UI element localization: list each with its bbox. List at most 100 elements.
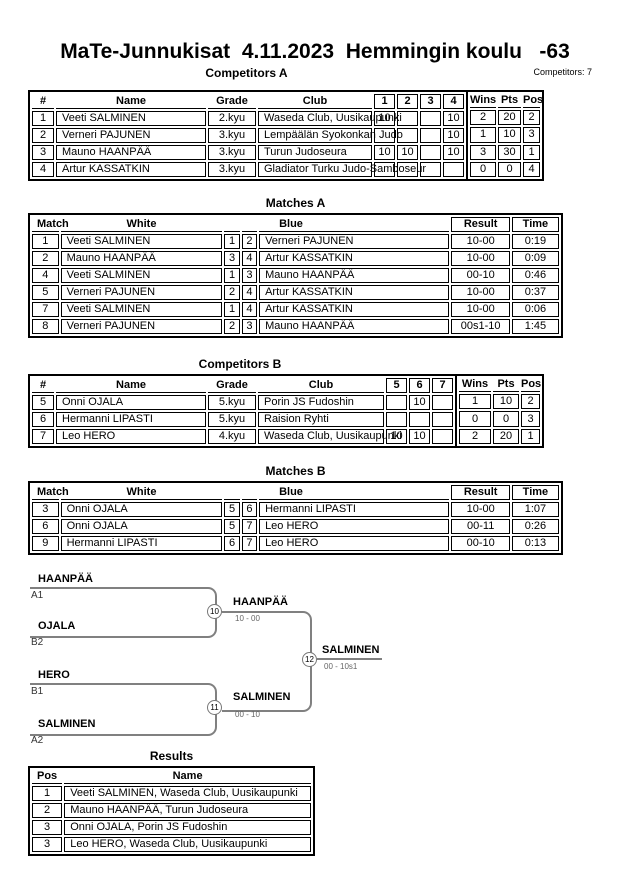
cell-time: 1:07 bbox=[511, 502, 559, 517]
col-pos: Pos bbox=[32, 770, 63, 784]
col-result: Result bbox=[451, 217, 510, 232]
col-match-5: 5 bbox=[386, 378, 407, 393]
competitors-b-standings-table: Wins Pts Pos 1 10 2 0 0 3 2 20 1 bbox=[455, 374, 544, 448]
cell-score bbox=[432, 412, 453, 427]
cell-white: Verneri PAJUNEN bbox=[60, 319, 223, 334]
table-row: 0 0 4 bbox=[470, 161, 540, 177]
table-row: 1 Veeti SALMINEN 2.kyu Waseda Club, Uusi… bbox=[32, 111, 464, 126]
cell-wins: 1 bbox=[470, 127, 496, 143]
cell-score: 10 bbox=[374, 145, 395, 160]
cell-score bbox=[397, 128, 418, 143]
cell-white-num: 1 bbox=[224, 268, 240, 283]
cell-blue: Leo HERO bbox=[259, 519, 450, 534]
cell-blue: Artur KASSATKIN bbox=[259, 302, 450, 317]
cell-grade: 3.kyu bbox=[208, 128, 256, 143]
cell-pos: 3 bbox=[32, 837, 63, 852]
cell-match-no: 6 bbox=[32, 519, 59, 534]
cell-score bbox=[374, 128, 395, 143]
cell-pts: 20 bbox=[493, 428, 519, 444]
cell-num: 1 bbox=[32, 111, 54, 126]
col-name: Name bbox=[64, 770, 311, 784]
cell-blue: Artur KASSATKIN bbox=[259, 285, 450, 300]
col-white: White bbox=[60, 485, 223, 500]
cell-score bbox=[386, 412, 407, 427]
cell-result: 00s1-10 bbox=[451, 319, 510, 334]
table-row: 3 Leo HERO, Waseda Club, Uusikaupunki bbox=[32, 837, 311, 852]
col-club: Club bbox=[258, 378, 384, 393]
cell-pts: 20 bbox=[498, 110, 521, 126]
cell-num: 2 bbox=[32, 128, 54, 143]
cell-pos: 1 bbox=[32, 786, 63, 801]
cell-time: 1:45 bbox=[511, 319, 559, 334]
col-pts: Pts bbox=[498, 94, 521, 109]
matches-b-heading: Matches B bbox=[265, 464, 326, 478]
cell-time: 0:37 bbox=[511, 285, 559, 300]
cell-score: 10 bbox=[386, 429, 407, 444]
col-club: Club bbox=[258, 94, 372, 109]
cell-result: 00-11 bbox=[451, 519, 510, 534]
cell-score: 10 bbox=[409, 429, 430, 444]
cell-white-num: 5 bbox=[224, 519, 240, 534]
matches-a-table: Match White Blue Result Time 1 Veeti SAL… bbox=[28, 213, 563, 338]
cell-wins: 2 bbox=[470, 110, 496, 126]
cell-match-no: 4 bbox=[32, 268, 59, 283]
cell-pts: 30 bbox=[498, 144, 521, 160]
cell-club: Turun Judoseura bbox=[258, 145, 372, 160]
table-row: 6 Hermanni LIPASTI 5.kyu Raision Ryhti bbox=[32, 412, 453, 427]
cell-score bbox=[432, 429, 453, 444]
cell-blue: Verneri PAJUNEN bbox=[259, 234, 450, 249]
cell-wins: 1 bbox=[459, 394, 491, 410]
bracket-match-score: 10 - 00 bbox=[235, 614, 260, 623]
table-row: 3 Onni OJALA, Porin JS Fudoshin bbox=[32, 820, 311, 835]
cell-time: 0:46 bbox=[511, 268, 559, 283]
cell-score bbox=[397, 162, 418, 177]
cell-score bbox=[374, 162, 395, 177]
header-row: Wins Pts Pos bbox=[459, 378, 541, 393]
cell-match-no: 8 bbox=[32, 319, 59, 334]
cell-score: 10 bbox=[443, 128, 464, 143]
cell-time: 0:13 bbox=[511, 536, 559, 551]
cell-name: Hermanni LIPASTI bbox=[56, 412, 206, 427]
col-blue: Blue bbox=[259, 217, 450, 232]
col-match-2: 2 bbox=[397, 94, 418, 109]
cell-blue: Mauno HAANPÄÄ bbox=[259, 268, 450, 283]
table-row: 6 Onni OJALA 5 7 Leo HERO 00-11 0:26 bbox=[32, 519, 559, 534]
cell-pos: 2 bbox=[521, 394, 540, 410]
cell-pos: 2 bbox=[32, 803, 63, 818]
cell-grade: 5.kyu bbox=[208, 395, 256, 410]
cell-white: Verneri PAJUNEN bbox=[60, 285, 223, 300]
bracket-match-number: 10 bbox=[207, 604, 222, 619]
table-row: 4 Artur KASSATKIN 3.kyu Gladiator Turku … bbox=[32, 162, 464, 177]
cell-white: Veeti SALMINEN bbox=[60, 234, 223, 249]
col-grade: Grade bbox=[208, 378, 256, 393]
header-row: Wins Pts Pos bbox=[470, 94, 543, 109]
cell-name: Verneri PAJUNEN bbox=[56, 128, 206, 143]
cell-time: 0:06 bbox=[511, 302, 559, 317]
cell-pos: 1 bbox=[523, 144, 540, 160]
cell-blue-num: 4 bbox=[241, 285, 258, 300]
competitors-a-standings-table: Wins Pts Pos 2 20 2 1 10 3 3 30 1 0 0 bbox=[466, 90, 544, 181]
cell-pts: 10 bbox=[498, 127, 521, 143]
cell-wins: 0 bbox=[459, 411, 491, 427]
header-row: # Name Grade Club 1 2 3 4 bbox=[32, 94, 464, 109]
cell-pos: 3 bbox=[523, 127, 540, 143]
table-row: 4 Veeti SALMINEN 1 3 Mauno HAANPÄÄ 00-10… bbox=[32, 268, 559, 283]
table-row: 2 Verneri PAJUNEN 3.kyu Lempäälän Syokon… bbox=[32, 128, 464, 143]
cell-num: 3 bbox=[32, 145, 54, 160]
cell-blue-num: 6 bbox=[241, 502, 258, 517]
cell-white-num: 1 bbox=[224, 302, 240, 317]
cell-pos: 4 bbox=[523, 161, 540, 177]
cell-pos: 2 bbox=[523, 110, 540, 126]
col-match-7: 7 bbox=[432, 378, 453, 393]
bracket-slot-seed: B1 bbox=[31, 686, 44, 697]
cell-result: 10-00 bbox=[451, 251, 510, 266]
cell-score bbox=[420, 128, 441, 143]
cell-score bbox=[420, 111, 441, 126]
cell-name: Veeti SALMINEN bbox=[56, 111, 206, 126]
col-match-6: 6 bbox=[409, 378, 430, 393]
matches-b-table: Match White Blue Result Time 3 Onni OJAL… bbox=[28, 481, 563, 555]
cell-name: Leo HERO, Waseda Club, Uusikaupunki bbox=[64, 837, 311, 852]
cell-score: 10 bbox=[409, 395, 430, 410]
cell-result: 10-00 bbox=[451, 234, 510, 249]
col-match: Match bbox=[32, 217, 69, 232]
